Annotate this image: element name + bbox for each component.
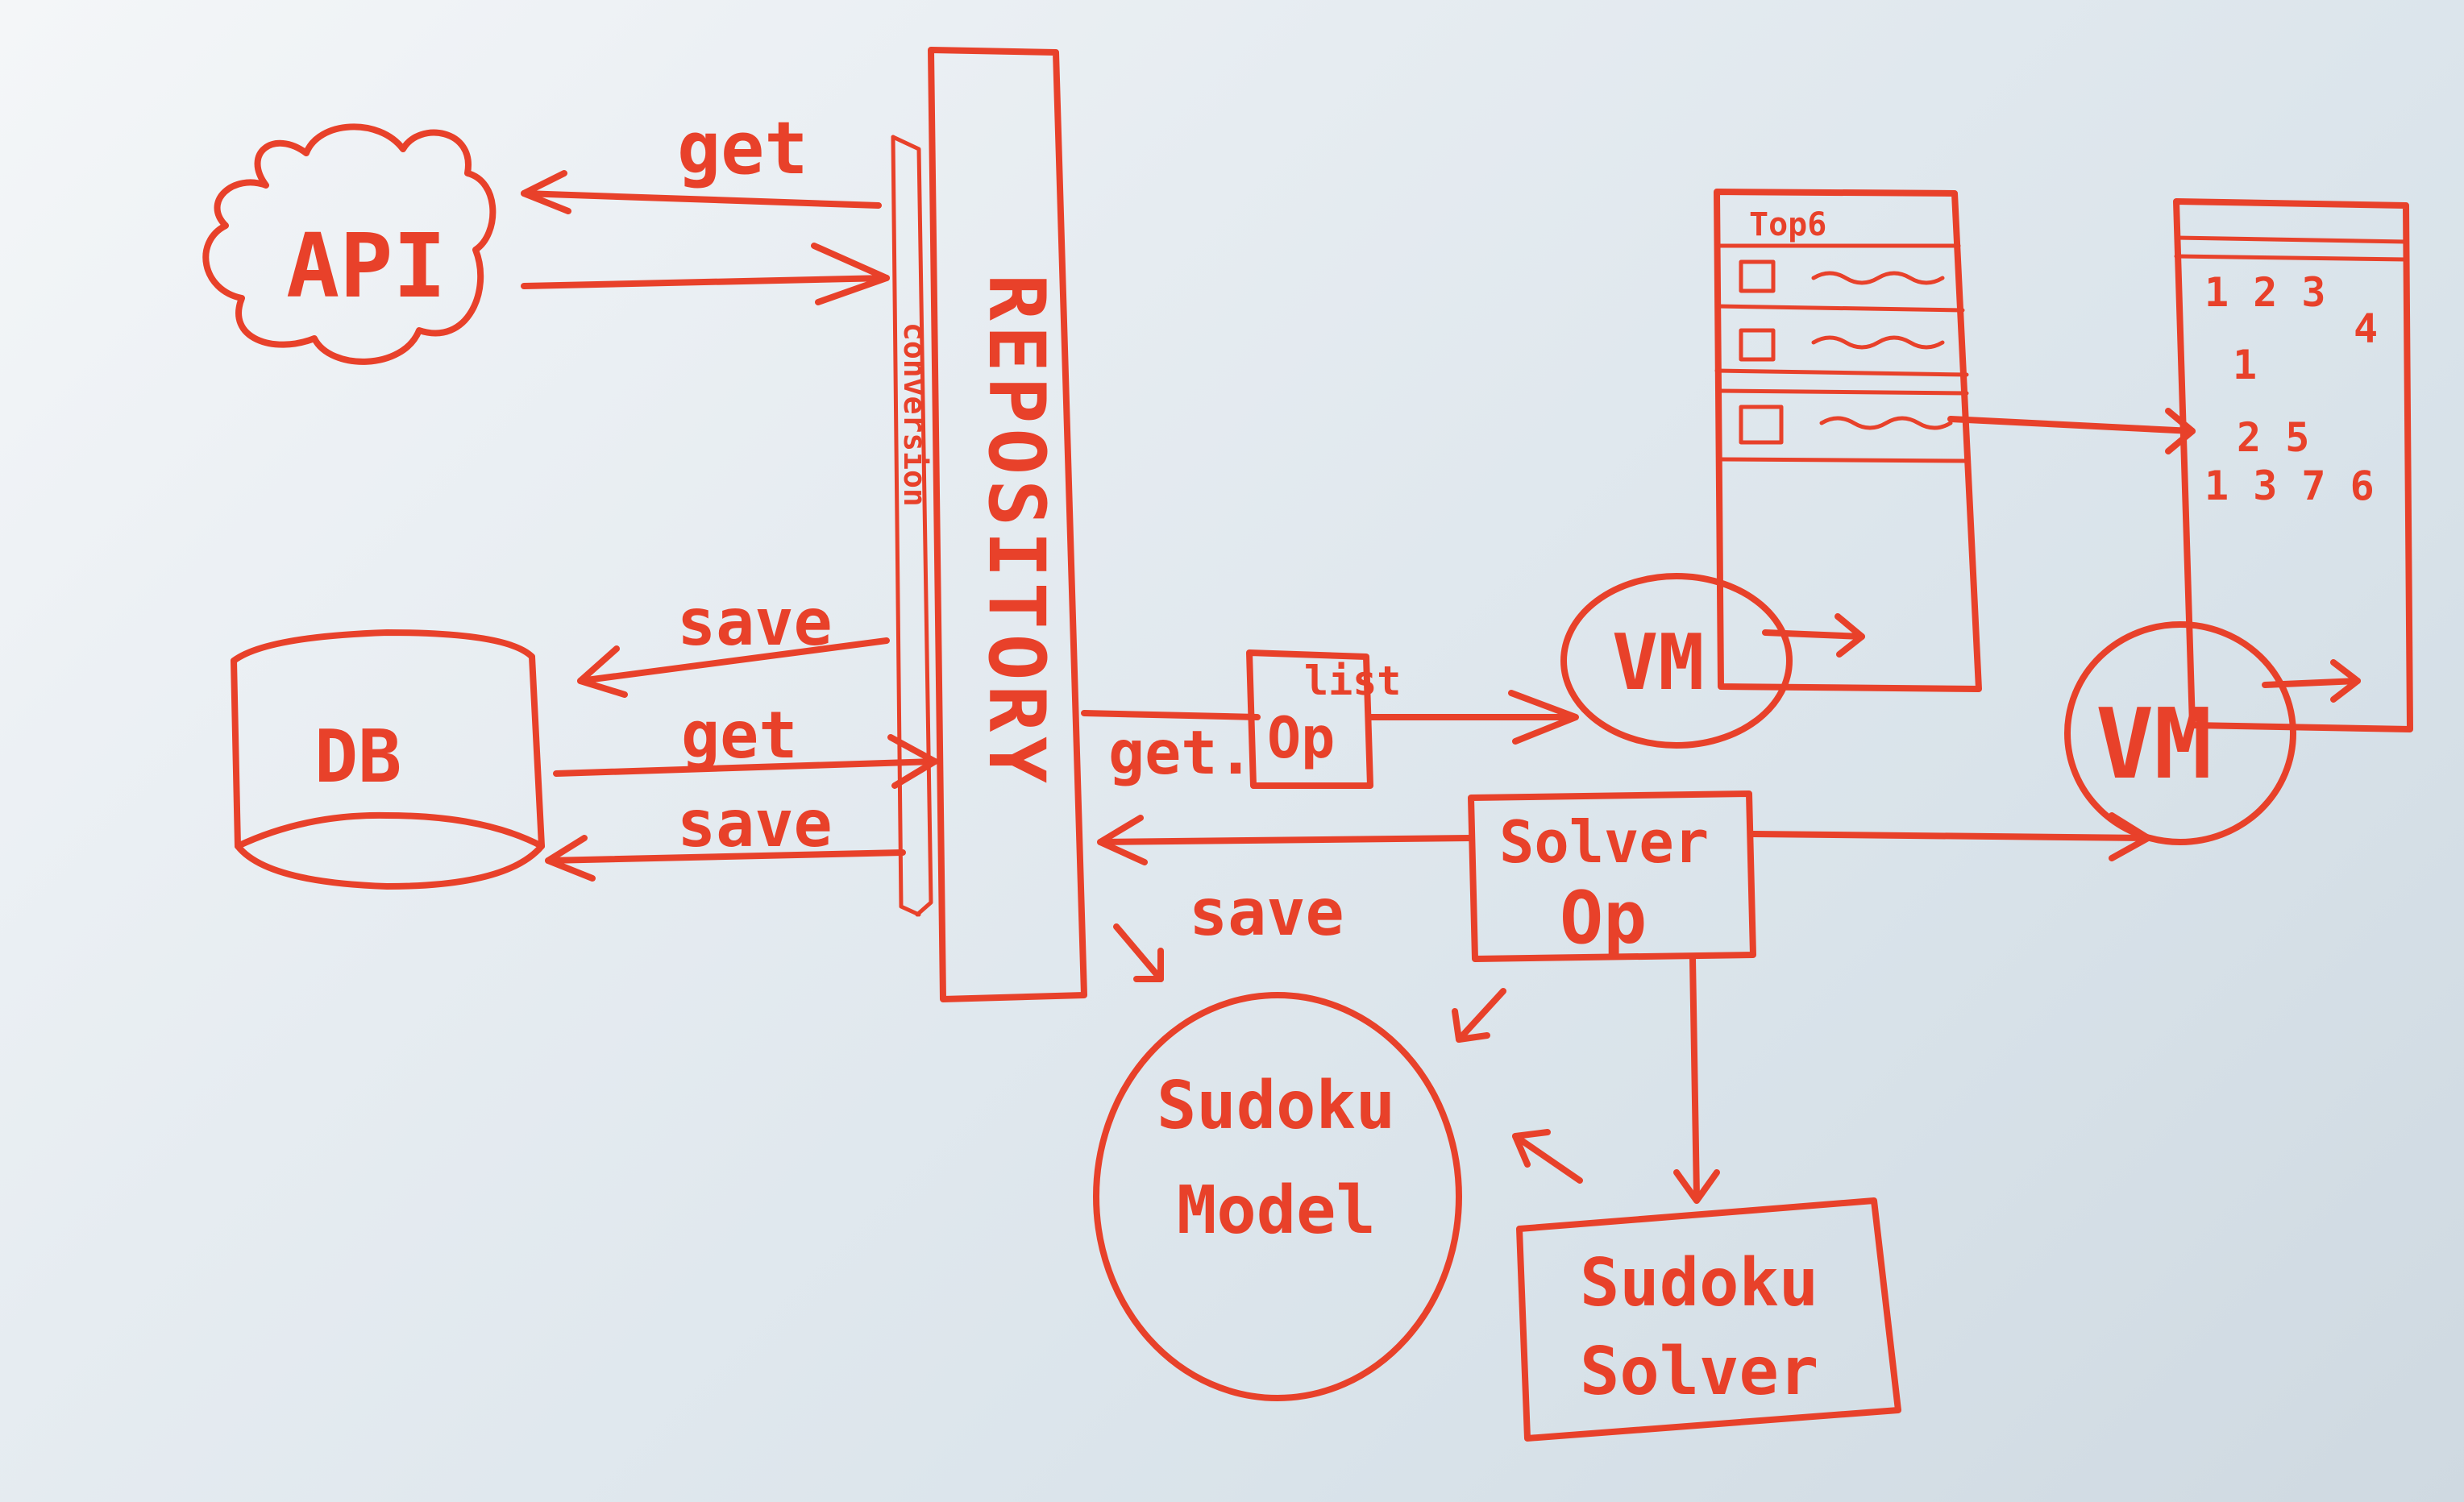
list-op-top-label: list: [1304, 658, 1401, 704]
get-db-label: get: [681, 698, 798, 773]
sudoku-model: Sudoku Model: [1093, 923, 1583, 1401]
sudoku-solver: Sudoku Solver: [1516, 1197, 1901, 1442]
vm-right-label: VM: [2096, 689, 2213, 801]
grid-row5: 1 3 7 6: [2204, 463, 2375, 509]
db-cylinder: DB: [231, 629, 545, 890]
save-db-bottom-label: save: [677, 786, 833, 861]
vm-left-label: VM: [1612, 619, 1704, 707]
vm-left: VM: [1560, 573, 1865, 749]
sudoku-model-bottom-label: Model: [1177, 1172, 1376, 1249]
repository-column: REPOSITORY: [928, 47, 1087, 1002]
sudoku-solver-bottom-label: Solver: [1580, 1334, 1818, 1410]
save-solver-label: save: [1189, 875, 1344, 950]
get-repo-label: get.: [1108, 717, 1254, 788]
grid-row4: 2 5: [2237, 414, 2309, 461]
vm-right: VM: [2064, 621, 2361, 845]
sudoku-model-top-label: Sudoku: [1157, 1068, 1395, 1144]
save-db-top-label: save: [677, 585, 833, 660]
solver-op: Solver Op save: [1097, 790, 2151, 1204]
conversion-layer: conversion: [891, 135, 933, 917]
list-screen-header: Top6: [1749, 206, 1826, 243]
db-label: DB: [314, 715, 401, 799]
conversion-label: conversion: [897, 322, 933, 507]
sudoku-solver-top-label: Sudoku: [1580, 1245, 1818, 1322]
api-cloud: API: [202, 123, 497, 365]
db-arrows: save get save: [545, 585, 938, 882]
repository-label: REPOSITORY: [971, 274, 1062, 788]
grid-row2: 4: [2354, 305, 2378, 352]
solver-op-bottom-label: Op: [1560, 876, 1647, 961]
api-arrows: get: [521, 106, 890, 305]
grid-screen: 1 2 3 4 1 2 5 1 3 7 6: [2173, 198, 2413, 732]
get-api-label: get: [677, 106, 808, 191]
repo-to-list-op: get. list Op: [1081, 649, 1579, 789]
grid-row1: 1 2 3: [2204, 269, 2326, 316]
solver-op-top-label: Solver: [1499, 808, 1709, 876]
grid-row3: 1: [2233, 342, 2257, 388]
api-label: API: [286, 214, 447, 317]
list-screen: Top6: [1714, 189, 2196, 692]
list-op-bottom-label: Op: [1267, 705, 1335, 771]
